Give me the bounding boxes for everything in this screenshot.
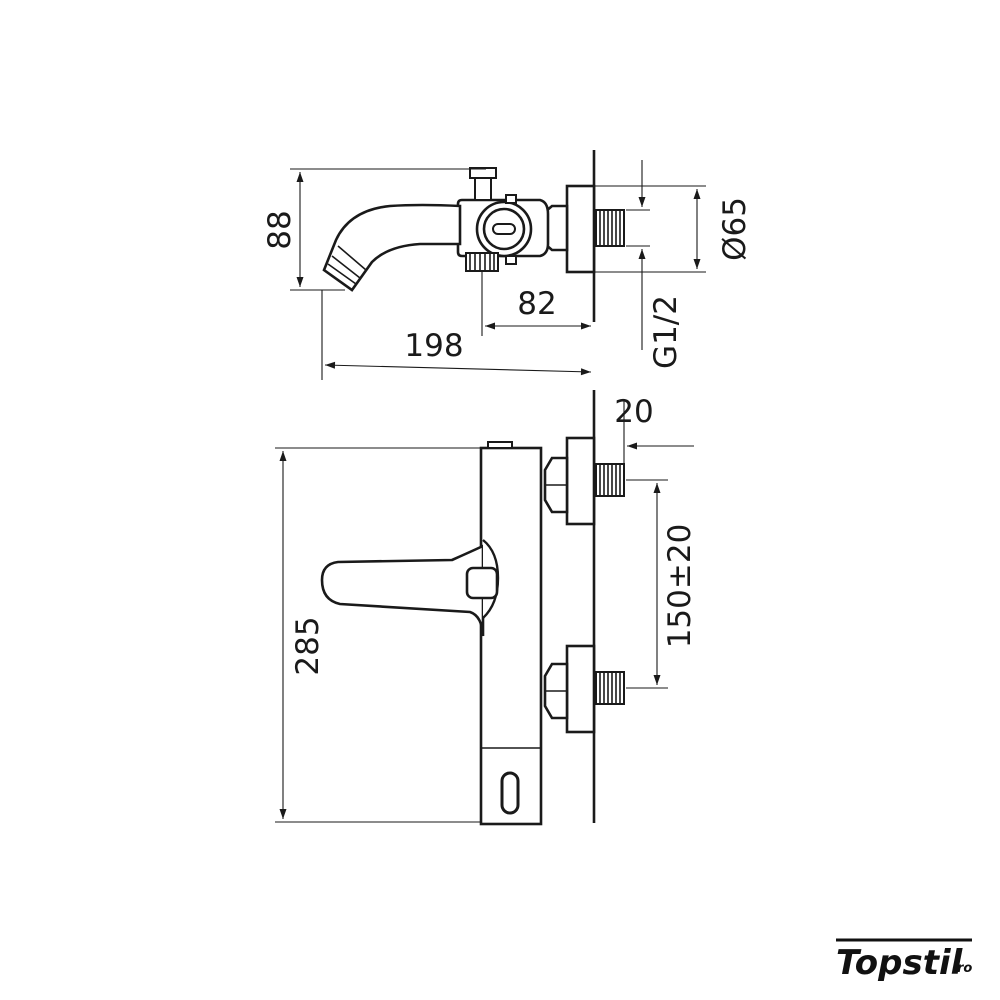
escutcheon-top (565, 184, 596, 274)
dimensions-top: 88 82 198 Ø65 G1/2 (262, 160, 753, 380)
dim-total-length: 285 (290, 616, 326, 675)
escutcheon-upper (565, 436, 596, 526)
dim-escutcheon-diameter: Ø65 (717, 197, 753, 261)
shower-outlet (465, 252, 499, 272)
brand-logo-suffix: .ro (952, 961, 972, 976)
brand-logo: Topstil .ro (836, 938, 972, 983)
thread-connector-upper (595, 463, 625, 497)
dim-wall-to-outlet: 82 (517, 286, 556, 322)
thread-connector-top (595, 209, 625, 247)
dim-line-198 (324, 361, 592, 376)
diverter-knob (475, 194, 533, 265)
dim-center-distance: 150±20 (662, 524, 698, 649)
dim-total-depth: 198 (404, 328, 463, 364)
dim-connector-offset: 20 (614, 394, 653, 430)
spout (322, 203, 462, 292)
dimensions-bottom: 20 150±20 285 (275, 394, 698, 823)
dim-spout-height: 88 (262, 210, 298, 249)
side-view (322, 150, 625, 322)
brand-logo-name: Topstil (836, 943, 964, 983)
front-view (320, 390, 625, 826)
dim-thread: G1/2 (648, 295, 684, 369)
top-vent-valve (469, 167, 497, 201)
thread-connector-lower (595, 671, 625, 705)
spout-badge (465, 566, 499, 600)
mixer-body-front (479, 446, 543, 826)
temperature-indicator (500, 771, 520, 815)
escutcheon-lower (565, 644, 596, 734)
spout-front (320, 543, 485, 637)
